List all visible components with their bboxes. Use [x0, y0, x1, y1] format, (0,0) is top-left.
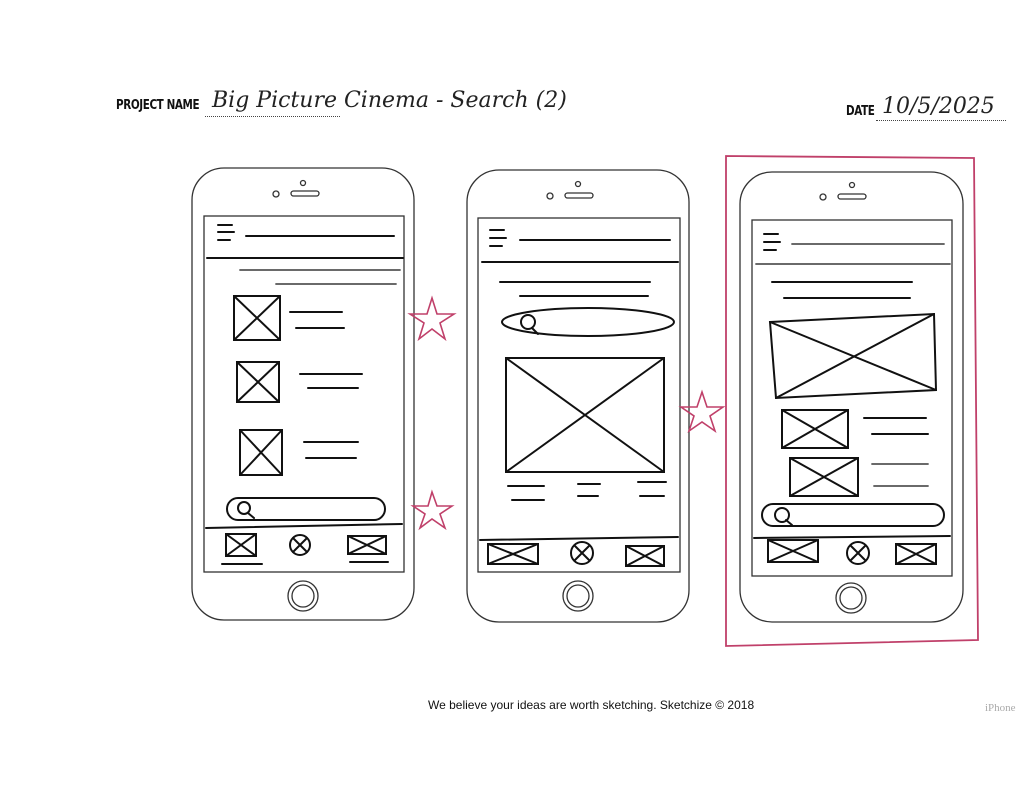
image-placeholder [768, 312, 938, 400]
search-bar-sketch [761, 503, 945, 527]
star-icon [407, 295, 457, 342]
image-placeholder [233, 295, 281, 341]
star-icon [410, 489, 455, 531]
project-name-label: PROJECT NAME [116, 98, 200, 113]
tab-bar-sketch [767, 539, 937, 565]
project-name-line [205, 116, 340, 117]
image-placeholder [781, 409, 849, 449]
phone-3 [739, 171, 964, 623]
highlight-frame [725, 155, 979, 647]
search-bar-sketch [226, 497, 386, 521]
date-value: 10/5/2025 [882, 94, 995, 119]
tab-bar-sketch [487, 541, 665, 567]
image-placeholder [239, 429, 283, 476]
image-placeholder [789, 457, 859, 497]
date-line [876, 120, 1006, 121]
image-placeholder [236, 361, 280, 403]
project-name-value: Big Picture Cinema - Search (2) [212, 88, 567, 113]
image-placeholder [505, 357, 665, 473]
tab-bar-sketch [221, 533, 389, 565]
footer-tagline: We believe your ideas are worth sketchin… [428, 698, 755, 712]
phone-2 [466, 169, 690, 623]
search-bar-sketch [501, 307, 675, 337]
menu-icon [763, 233, 781, 251]
phone-1 [191, 167, 415, 621]
device-label: iPhone [985, 702, 1016, 714]
menu-icon [489, 229, 507, 247]
star-icon [678, 389, 726, 434]
date-label: DATE [846, 104, 875, 119]
menu-icon [217, 224, 235, 241]
